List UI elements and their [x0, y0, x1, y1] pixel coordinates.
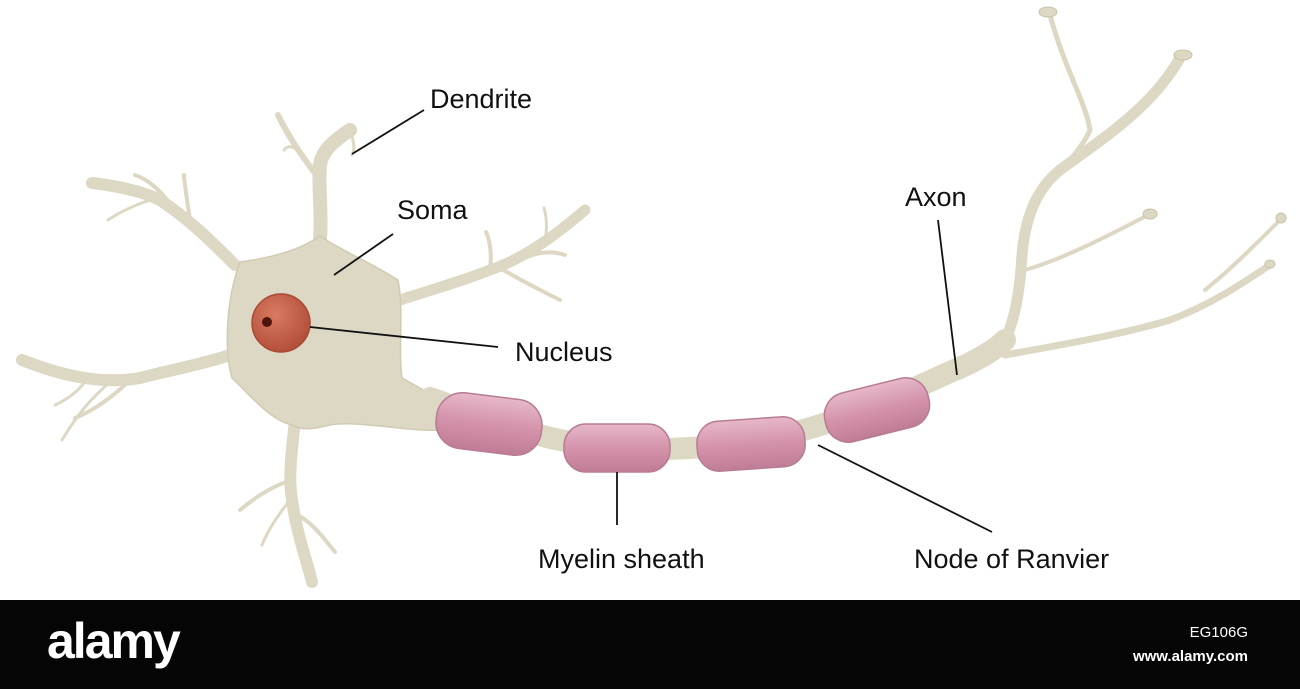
- myelin-segment: [563, 423, 671, 473]
- image-id: EG106G: [1189, 624, 1248, 641]
- myelin-segment: [435, 391, 543, 457]
- dendrite-label: Dendrite: [430, 84, 533, 114]
- axon-terminals: [999, 12, 1282, 359]
- soma-leader: [333, 233, 394, 276]
- node-of-ranvier-label: Node of Ranvier: [914, 544, 1110, 574]
- soma-label: Soma: [397, 195, 468, 225]
- nucleus-shape: [251, 293, 311, 353]
- myelin-segment: [823, 377, 931, 443]
- axon-leader: [937, 219, 958, 376]
- site-url: www.alamy.com: [1132, 648, 1248, 665]
- nucleolus-shape: [262, 317, 272, 327]
- nucleus-label: Nucleus: [515, 337, 613, 367]
- axon-label: Axon: [905, 182, 967, 212]
- neuron-illustration: [16, 6, 1287, 588]
- leader-lines: [309, 109, 993, 533]
- myelin-sheaths: [435, 377, 931, 473]
- alamy-logo: alamy: [47, 613, 181, 669]
- myelin-segment: [696, 416, 806, 472]
- nucleus-leader: [309, 326, 499, 348]
- watermark-footer: [0, 600, 1300, 689]
- diagram-canvas: Dendrite Soma Nucleus Axon Myelin sheath…: [16, 6, 1287, 588]
- dendrite-leader: [351, 109, 425, 155]
- node-leader: [817, 444, 993, 533]
- myelin-sheath-label: Myelin sheath: [538, 544, 705, 574]
- terminal-buttons: [1038, 6, 1287, 269]
- dendrites: [16, 112, 591, 588]
